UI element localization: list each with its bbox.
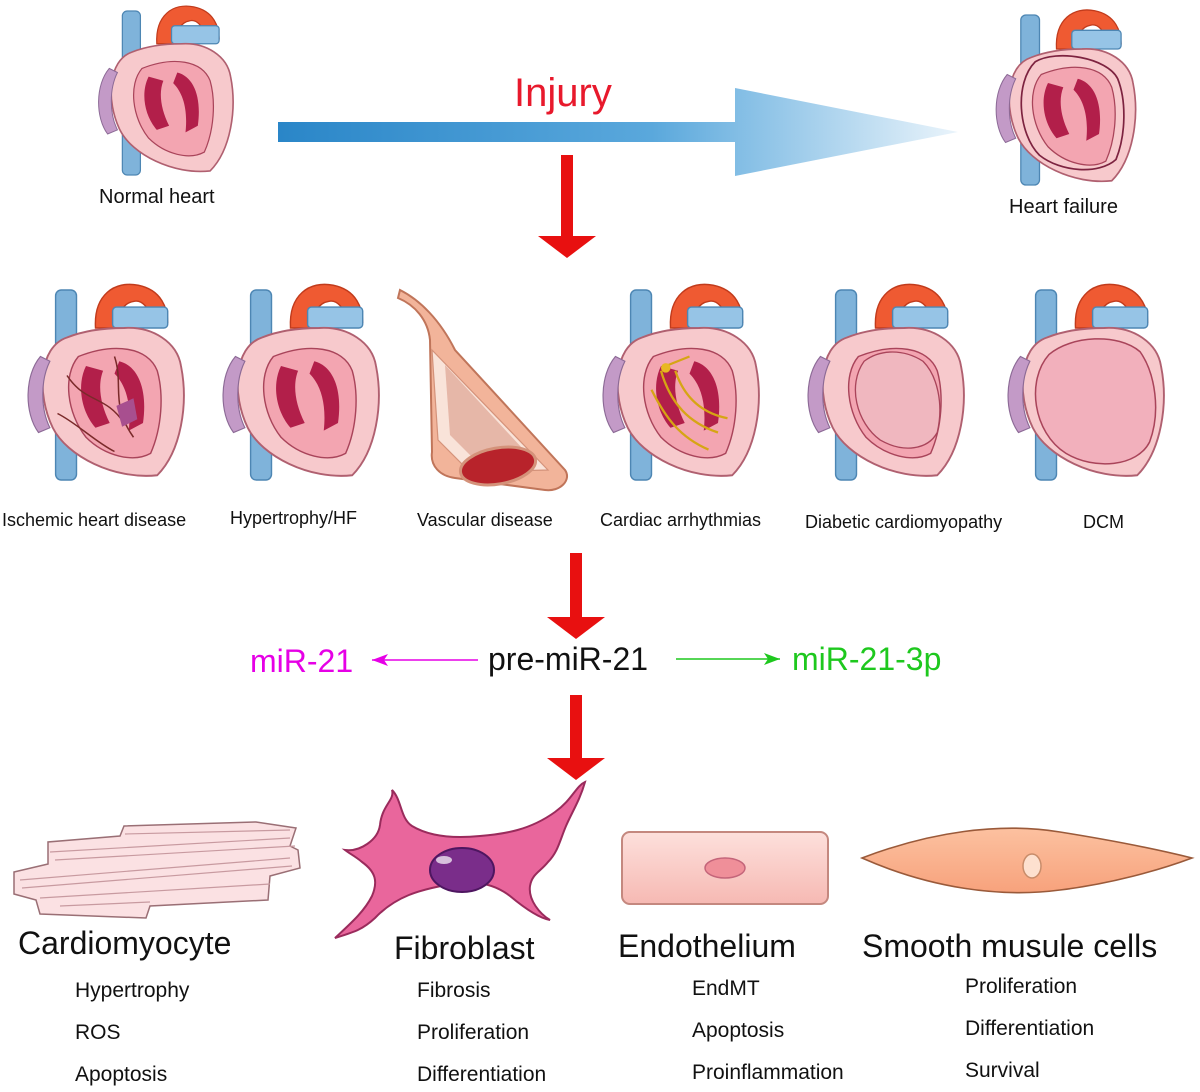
hypertrophy-heart-illustration: [222, 283, 380, 481]
failing-heart-illustration: [995, 9, 1137, 186]
normal-heart-label: Normal heart: [99, 186, 215, 208]
effect-cardiomyocyte-3: Apoptosis: [75, 1063, 168, 1086]
injury-label: Injury: [514, 71, 612, 115]
effect-cardiomyocyte-1: Hypertrophy: [75, 979, 190, 1002]
cell-title-cardiomyocyte: Cardiomyocyte: [18, 925, 232, 961]
cell-title-fibroblast: Fibroblast: [394, 930, 535, 966]
effect-smooth-muscle-2: Differentiation: [965, 1017, 1095, 1040]
disease-label-arrhythmias: Cardiac arrhythmias: [600, 510, 762, 530]
cell-title-endothelium: Endothelium: [618, 928, 796, 964]
mir21-3p-label: miR-21-3p: [792, 641, 942, 677]
down-arrow-3: [547, 695, 605, 780]
down-arrow-2: [547, 553, 605, 639]
cardiomyocyte-illustration: [13, 821, 301, 919]
red-down-arrows: [538, 155, 605, 780]
effect-smooth-muscle-1: Proliferation: [965, 975, 1078, 998]
heart-failure-label: Heart failure: [1009, 196, 1118, 218]
effect-endothelium-2: Apoptosis: [692, 1019, 785, 1042]
fibroblast-illustration: [334, 780, 587, 939]
disease-label-dcm: DCM: [1083, 512, 1124, 532]
effect-smooth-muscle-3: Survival: [965, 1059, 1040, 1082]
effect-endothelium-3: Proinflammation: [692, 1061, 844, 1084]
effect-fibroblast-1: Fibrosis: [417, 979, 491, 1002]
smooth-muscle-cell-illustration: [859, 827, 1195, 894]
mir21-arrow: [372, 654, 478, 666]
normal-heart-illustration: [97, 5, 234, 176]
pre-mir21-label: pre-miR-21: [488, 641, 649, 677]
injury-progression-arrow: [278, 88, 958, 176]
effect-cardiomyocyte-2: ROS: [75, 1021, 121, 1044]
disease-label-vascular: Vascular disease: [417, 510, 553, 530]
arrhythmia-heart-illustration: [602, 283, 760, 481]
ischemic-heart-illustration: [27, 283, 185, 481]
dcm-heart-illustration: [1007, 283, 1165, 481]
effect-endothelium-1: EndMT: [692, 977, 760, 1000]
effect-fibroblast-2: Proliferation: [417, 1021, 530, 1044]
vascular-vessel-illustration: [396, 288, 568, 492]
mir21-label: miR-21: [250, 643, 354, 679]
disease-label-ischemic: Ischemic heart disease: [2, 510, 187, 530]
diabetic-heart-illustration: [807, 283, 965, 481]
effect-fibroblast-3: Differentiation: [417, 1063, 547, 1086]
down-arrow-1: [538, 155, 596, 258]
endothelium-illustration: [621, 831, 829, 905]
disease-label-diabetic: Diabetic cardiomyopathy: [805, 512, 1003, 532]
disease-label-hypertrophy: Hypertrophy/HF: [230, 508, 358, 528]
cell-title-smooth-muscle: Smooth musule cells: [862, 928, 1158, 964]
mir21-3p-arrow: [676, 653, 780, 665]
